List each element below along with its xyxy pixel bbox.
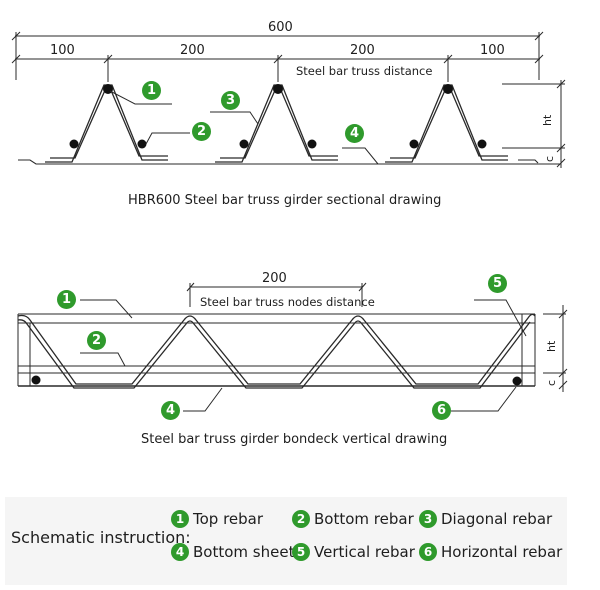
legend-badge-2: 2	[292, 510, 310, 528]
callout-badge-2: 2	[192, 122, 211, 141]
legend-item-diagonal-rebar: 3 Diagonal rebar	[419, 510, 552, 528]
legend-badge-6: 6	[419, 543, 437, 561]
legend-panel: Schematic instruction: 1 Top rebar 2 Bot…	[5, 497, 567, 585]
section-cover-label: c	[543, 155, 556, 162]
legend-badge-5: 5	[292, 543, 310, 561]
section-caption: HBR600 Steel bar truss girder sectional …	[128, 193, 442, 208]
callout-badge-3: 3	[221, 91, 240, 110]
vertical-caption: Steel bar truss girder bondeck vertical …	[141, 432, 448, 447]
node-distance-label: Steel bar truss nodes distance	[200, 295, 375, 309]
legend-item-vertical-rebar: 5 Vertical rebar	[292, 543, 415, 561]
legend-badge-4: 4	[171, 543, 189, 561]
callout-badge-4: 4	[345, 124, 364, 143]
callout-badge-1: 1	[142, 81, 161, 100]
legend-badge-3: 3	[419, 510, 437, 528]
section-leaders	[109, 90, 379, 165]
callout-badge-2-vertical: 2	[87, 331, 106, 350]
vertical-dimensions	[186, 282, 568, 392]
section-trusses	[18, 84, 560, 165]
segment-2-label: 200	[180, 43, 205, 58]
section-height-label: ht	[541, 114, 554, 126]
total-width-label: 600	[268, 20, 293, 35]
node-distance-value: 200	[262, 271, 287, 286]
legend-item-bottom-rebar: 2 Bottom rebar	[292, 510, 414, 528]
vertical-cover-label: c	[545, 379, 558, 386]
legend-title: Schematic instruction:	[11, 528, 191, 547]
vertical-frame	[17, 313, 536, 387]
segment-3-label: 200	[350, 43, 375, 58]
vertical-height-label: ht	[545, 340, 558, 352]
callout-badge-6-vertical: 6	[432, 401, 451, 420]
truss-distance-label: Steel bar truss distance	[296, 64, 433, 78]
legend-item-bottom-sheet: 4 Bottom sheet	[171, 543, 294, 561]
section-dimensions	[11, 31, 566, 168]
callout-badge-5-vertical: 5	[488, 274, 507, 293]
vertical-truss-zigzag	[17, 313, 536, 389]
legend-item-top-rebar: 1 Top rebar	[171, 510, 263, 528]
segment-1-label: 100	[50, 43, 75, 58]
callout-badge-1-vertical: 1	[57, 290, 76, 309]
legend-item-horizontal-rebar: 6 Horizontal rebar	[419, 543, 562, 561]
vertical-leaders	[80, 299, 527, 412]
callout-badge-4-vertical: 4	[161, 401, 180, 420]
segment-4-label: 100	[480, 43, 505, 58]
legend-badge-1: 1	[171, 510, 189, 528]
